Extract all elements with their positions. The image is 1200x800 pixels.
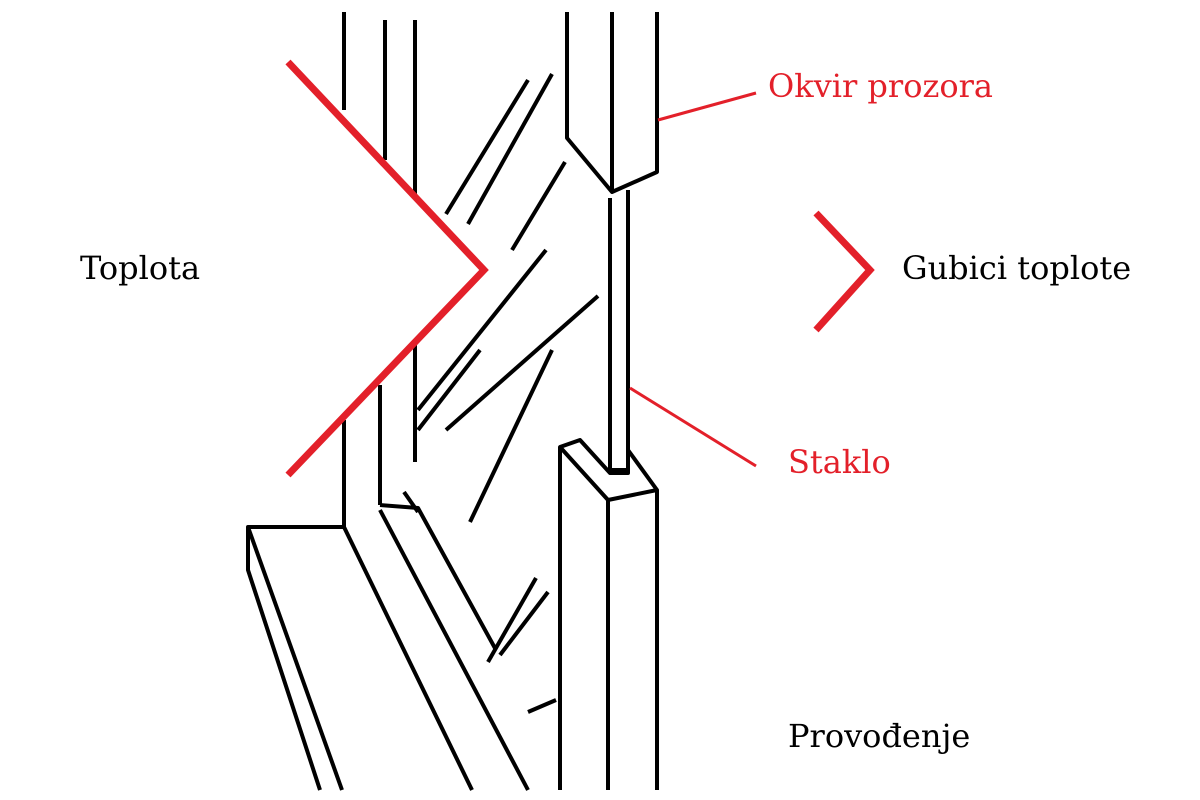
leader-lines xyxy=(629,91,757,468)
heat-chevron-icon xyxy=(285,59,489,478)
upper-frame-profile xyxy=(565,12,659,194)
lower-frame-profile xyxy=(558,438,659,790)
okvir-leader-line xyxy=(657,91,757,122)
heat-loss-chevron-icon xyxy=(813,210,875,333)
inner-sash-bottom xyxy=(378,490,530,791)
left-frame-strips xyxy=(342,12,417,527)
window-frame-label: Okvir prozora xyxy=(768,67,993,105)
window-sill xyxy=(246,525,474,791)
staklo-leader-line xyxy=(629,386,757,468)
glass-label: Staklo xyxy=(788,443,891,481)
heat-label: Toplota xyxy=(80,249,201,287)
glass-pane xyxy=(608,190,630,472)
heat-loss-label: Gubici toplote xyxy=(902,249,1132,287)
conduction-label: Provođenje xyxy=(788,717,971,755)
glass-reflection-lines xyxy=(416,73,600,714)
